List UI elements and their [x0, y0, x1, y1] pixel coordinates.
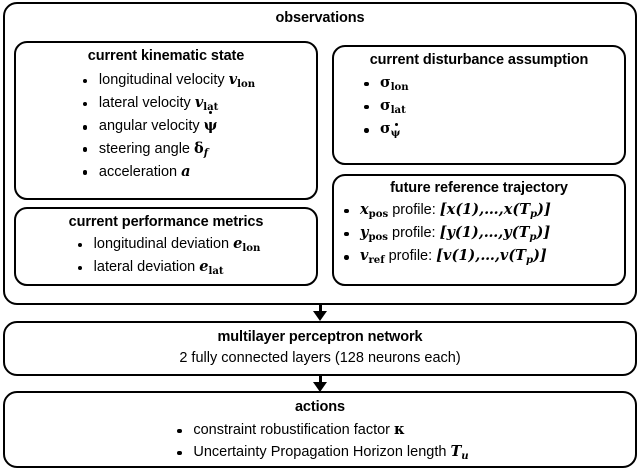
list-item: angular velocity ψ [77, 111, 255, 137]
current-kinematic-state-title: current kinematic state [87, 48, 245, 64]
list-item: σlat [358, 95, 624, 118]
list-item: lateral velocity vlat [77, 92, 255, 115]
list-item: vref profile: [v(1),…,v(Tp)] [338, 245, 624, 268]
mlp-network-title: multilayer perceptron network [217, 329, 423, 345]
actions-title: actions [294, 399, 346, 415]
current-performance-metrics-box: current performance metrics longitudinal… [14, 207, 318, 286]
list-item: ypos profile: [y(1),…,y(Tp)] [338, 222, 624, 245]
list-item: longitudinal deviation elon [72, 233, 260, 256]
current-disturbance-assumption-list: σlon σlat σψ [358, 72, 624, 142]
list-item: steering angle δf [77, 138, 255, 161]
list-item: σlon [358, 72, 624, 95]
current-disturbance-assumption-title: current disturbance assumption [369, 52, 589, 68]
future-reference-trajectory-title: future reference trajectory [390, 180, 568, 196]
list-item: xpos profile: [x(1),…,x(Tp)] [338, 199, 624, 222]
current-disturbance-assumption-box: current disturbance assumption σlon σlat… [332, 45, 626, 165]
current-kinematic-state-box: current kinematic state longitudinal vel… [14, 41, 318, 200]
list-item: σψ [358, 118, 624, 141]
actions-list: constraint robustification factor κ Unce… [171, 419, 469, 464]
observations-title: observations [275, 10, 365, 26]
list-item: longitudinal velocity vlon [77, 69, 255, 92]
mlp-network-box: multilayer perceptron network 2 fully co… [3, 321, 637, 376]
list-item: constraint robustification factor κ [171, 419, 468, 441]
mlp-network-subtitle: 2 fully connected layers (128 neurons ea… [179, 349, 461, 366]
future-reference-trajectory-list: xpos profile: [x(1),…,x(Tp)] ypos profil… [338, 199, 624, 269]
current-performance-metrics-list: longitudinal deviation elon lateral devi… [72, 233, 261, 280]
current-performance-metrics-title: current performance metrics [68, 214, 264, 230]
current-kinematic-state-list: longitudinal velocity vlon lateral veloc… [77, 69, 255, 183]
list-item: lateral deviation elat [72, 256, 261, 279]
future-reference-trajectory-box: future reference trajectory xpos profile… [332, 174, 626, 286]
actions-box: actions constraint robustification facto… [3, 391, 637, 468]
list-item: Uncertainty Propagation Horizon length T… [171, 441, 469, 464]
list-item: acceleration a [77, 161, 255, 183]
